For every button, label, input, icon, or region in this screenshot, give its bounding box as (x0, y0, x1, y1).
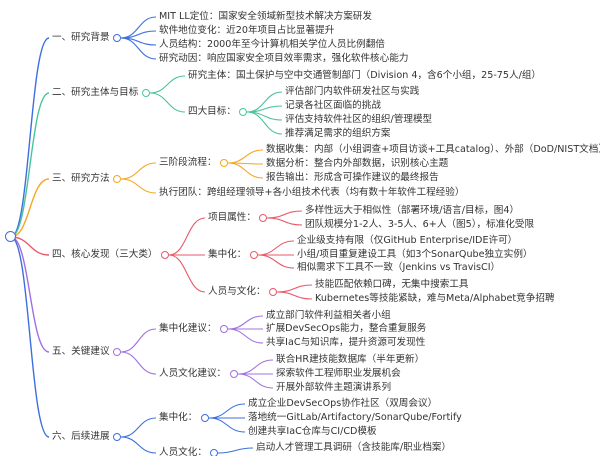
leaf-node[interactable]: 创建共享IaC仓库与CI/CD模板 (248, 426, 377, 437)
connector-line (246, 111, 283, 135)
leaf-node[interactable]: 执行团队：跨组经理领导+各小组技术代表（均有数十年软件工程经验） (159, 187, 465, 198)
branch-node[interactable]: 六、后续进展 (52, 431, 110, 442)
connector-line (120, 178, 157, 194)
branch-node[interactable]: 四、核心发现（三大类） (52, 249, 158, 260)
collapse-toggle-icon[interactable] (201, 414, 209, 422)
subtopic-node[interactable]: 四大目标： (188, 106, 236, 117)
connector-line (208, 403, 246, 419)
collapse-toggle-icon[interactable] (161, 251, 169, 259)
subtopic-node[interactable]: 人员文化建议： (159, 368, 227, 379)
connector-line (149, 92, 186, 113)
leaf-node[interactable]: 研究动因：响应国家安全项目效率需求，强化软件核心能力 (159, 53, 409, 64)
connector-line (120, 351, 157, 375)
collapse-toggle-icon[interactable] (210, 449, 218, 456)
connector-line (120, 37, 157, 60)
collapse-toggle-icon[interactable] (239, 108, 247, 116)
branch-node[interactable]: 二、研究主体与目标 (52, 87, 139, 98)
collapse-toggle-icon[interactable] (220, 159, 228, 167)
leaf-node[interactable]: 软件地位变化：近20年项目占比显著提升 (159, 25, 335, 36)
connector-line (266, 210, 303, 219)
leaf-node[interactable]: 评估支持软件社区的组织/管理模型 (285, 114, 433, 125)
root-node-icon[interactable] (5, 231, 16, 242)
connector-line (227, 149, 264, 164)
leaf-node[interactable]: 报告输出：形成含可操作建议的最终报告 (266, 172, 439, 183)
connector-line (120, 328, 157, 353)
subtopic-node[interactable]: 人员文化： (159, 447, 207, 456)
collapse-toggle-icon[interactable] (230, 370, 238, 378)
connector-line (120, 162, 157, 180)
branch-node[interactable]: 三、研究方法 (52, 173, 110, 184)
leaf-node[interactable]: 技能匹配依赖口碑，无集中搜索工具 (315, 279, 469, 290)
leaf-node[interactable]: 数据分析：整合内外部数据，识别核心主题 (266, 158, 449, 169)
collapse-toggle-icon[interactable] (259, 214, 267, 222)
connector-line (10, 236, 50, 438)
connector-line (257, 254, 295, 269)
leaf-node[interactable]: 数据收集：内部（小组调查+项目访谈+工具catalog）、外部（DoD/NIST… (266, 144, 600, 155)
connector-line (10, 37, 50, 238)
subtopic-node[interactable]: 三阶段流程： (159, 157, 217, 168)
leaf-node[interactable]: 小组/项目重复建设工具（如3个SonarQube独立实例） (297, 249, 533, 260)
connector-line (168, 254, 206, 293)
leaf-node[interactable]: 研究主体：国土保护与空中交通管制部门（Division 4，含6个小组，25-7… (188, 70, 542, 81)
leaf-node[interactable]: 记录各社区面临的挑战 (285, 100, 381, 111)
leaf-node[interactable]: 团队规模分1-2人、3-5人、6+人（图5），标准化受限 (305, 219, 535, 230)
connector-line (10, 92, 50, 238)
subtopic-node[interactable]: 项目属性： (208, 212, 256, 223)
leaf-node[interactable]: 启动人才管理工具调研（含技能库/职业档案） (256, 442, 452, 453)
leaf-node[interactable]: 落地统一GitLab/Artifactory/SonarQube/Fortify (248, 412, 462, 423)
collapse-toggle-icon[interactable] (113, 348, 121, 356)
connector-line (10, 236, 50, 256)
leaf-node[interactable]: 相似需求下工具不一致（Jenkins vs TravisCI） (297, 262, 501, 273)
leaf-node[interactable]: Kubernetes等技能紧缺，难与Meta/Alphabet竞争招聘 (315, 293, 555, 304)
connector-line (276, 284, 313, 293)
leaf-node[interactable]: 探索软件工程师职业发展机会 (276, 368, 401, 379)
collapse-toggle-icon[interactable] (113, 175, 121, 183)
collapse-toggle-icon[interactable] (142, 89, 150, 97)
connector-line (120, 436, 157, 454)
leaf-node[interactable]: 成立企业DevSecOps协作社区（双周会议） (248, 398, 438, 409)
collapse-toggle-icon[interactable] (113, 34, 121, 42)
leaf-node[interactable]: 推荐满足需求的组织方案 (285, 128, 391, 139)
connector-line (227, 328, 264, 344)
collapse-toggle-icon[interactable] (220, 325, 228, 333)
leaf-node[interactable]: 开展外部软件主题演讲系列 (276, 382, 392, 393)
connector-line (237, 373, 274, 389)
connector-line (227, 315, 264, 330)
leaf-node[interactable]: 评估部门内软件研发社区与实践 (285, 86, 420, 97)
connector-line (208, 417, 246, 433)
subtopic-node[interactable]: 集中化： (159, 412, 198, 423)
leaf-node[interactable]: 共享IaC与知识库，提升资源可发现性 (266, 337, 426, 348)
subtopic-node[interactable]: 集中化建议： (159, 323, 217, 334)
connector-line (217, 447, 254, 454)
leaf-node[interactable]: 多样性远大于相似性（部署环境/语言/目标，图4） (305, 205, 520, 216)
collapse-toggle-icon[interactable] (250, 251, 258, 259)
branch-node[interactable]: 五、关键建议 (52, 346, 110, 357)
leaf-node[interactable]: 联合HR建技能数据库（半年更新） (276, 354, 425, 365)
branch-node[interactable]: 一、研究背景 (52, 32, 110, 43)
connector-line (168, 217, 206, 256)
connector-line (227, 162, 264, 179)
connector-line (149, 75, 186, 94)
leaf-node[interactable]: MIT LL定位：国家安全领域新型技术解决方案研发 (159, 11, 372, 22)
leaf-node[interactable]: 企业级支持有限（仅GitHub Enterprise/IDE许可） (297, 235, 518, 246)
leaf-node[interactable]: 人员结构：2000年至今计算机相关学位人员比例翻倍 (159, 39, 385, 50)
connector-line (10, 178, 50, 238)
connector-line (10, 236, 50, 353)
leaf-node[interactable]: 扩展DevSecOps能力，整合重复服务 (266, 323, 427, 334)
subtopic-node[interactable]: 集中化： (208, 249, 247, 260)
subtopic-node[interactable]: 人员与文化： (208, 286, 266, 297)
connector-line (276, 291, 313, 300)
connector-line (237, 359, 274, 375)
collapse-toggle-icon[interactable] (113, 433, 121, 441)
collapse-toggle-icon[interactable] (269, 288, 277, 296)
leaf-node[interactable]: 成立部门软件利益相关者小组 (266, 310, 391, 321)
connector-line (266, 217, 303, 226)
connector-line (257, 240, 295, 256)
connector-line (120, 417, 157, 438)
